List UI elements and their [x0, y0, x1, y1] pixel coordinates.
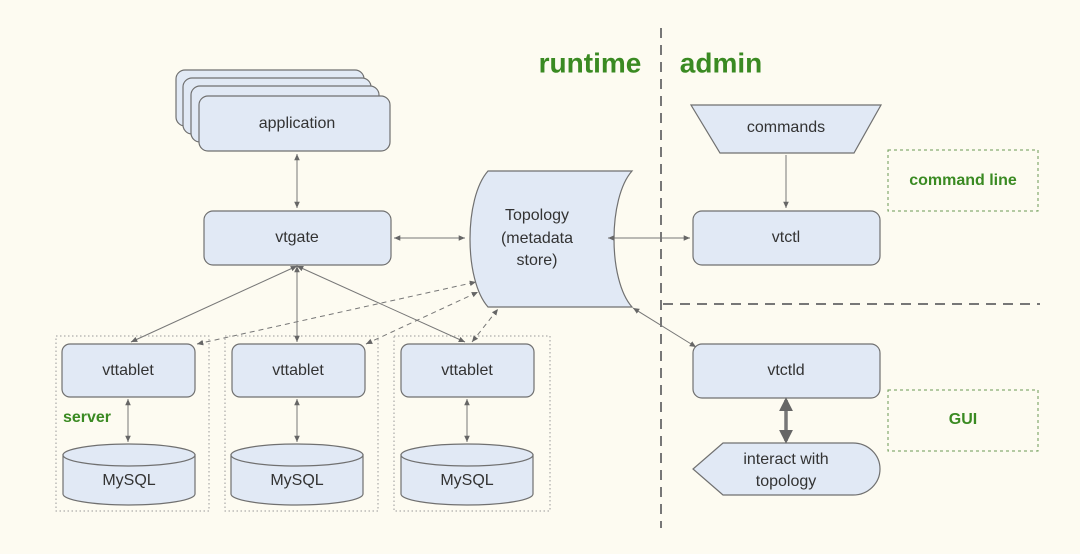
- edge-vtgate-vttablet-1: [130, 265, 298, 343]
- application-box: [198, 95, 391, 152]
- application-label: application: [259, 115, 336, 132]
- topology-store: [469, 170, 634, 308]
- mysql-db-3: MySQL: [400, 443, 534, 506]
- mysql-label-1: MySQL: [102, 472, 155, 489]
- interact-shape: [692, 442, 881, 496]
- vttablet-box-1: [61, 343, 196, 398]
- topology-label-line1: Topology: [505, 207, 569, 224]
- vttablet-label-3: vttablet: [441, 362, 493, 379]
- edge-topology-vtctld: [632, 307, 697, 348]
- mysql-label-3: MySQL: [440, 472, 493, 489]
- vttablet-label-2: vttablet: [272, 362, 324, 379]
- server-group-3: [393, 335, 551, 512]
- runtime-header: runtime: [539, 47, 642, 78]
- vtgate-label: vtgate: [275, 229, 319, 246]
- topology-label-line2: (metadata: [501, 230, 573, 247]
- command-line-box: [887, 149, 1039, 212]
- edge-vttablet1-topology: [196, 280, 477, 346]
- gui-box: [887, 389, 1039, 452]
- interact-label-line1: interact with: [743, 451, 828, 468]
- edge-vttablet2-topology: [365, 291, 479, 345]
- vtctl-label: vtctl: [772, 229, 800, 246]
- application-stack: application: [175, 69, 391, 152]
- gui-label: GUI: [949, 411, 977, 428]
- mysql-db-2: MySQL: [230, 443, 364, 506]
- vtctl-box: [692, 210, 881, 266]
- edge-vtgate-vttablet-3: [296, 265, 466, 343]
- vtctld-label: vtctld: [767, 362, 804, 379]
- mysql-label-2: MySQL: [270, 472, 323, 489]
- server-label: server: [63, 409, 111, 426]
- edge-vttablet3-topology: [471, 308, 499, 343]
- mysql-db-1: MySQL: [62, 443, 196, 506]
- interact-label-line2: topology: [756, 473, 817, 490]
- command-line-label: command line: [909, 172, 1017, 189]
- topology-label-line3: store): [517, 252, 558, 269]
- vttablet-label-1: vttablet: [102, 362, 154, 379]
- admin-header: admin: [680, 47, 762, 78]
- commands-label: commands: [747, 119, 825, 136]
- vtgate-box: [203, 210, 392, 266]
- commands-shape: [689, 104, 883, 154]
